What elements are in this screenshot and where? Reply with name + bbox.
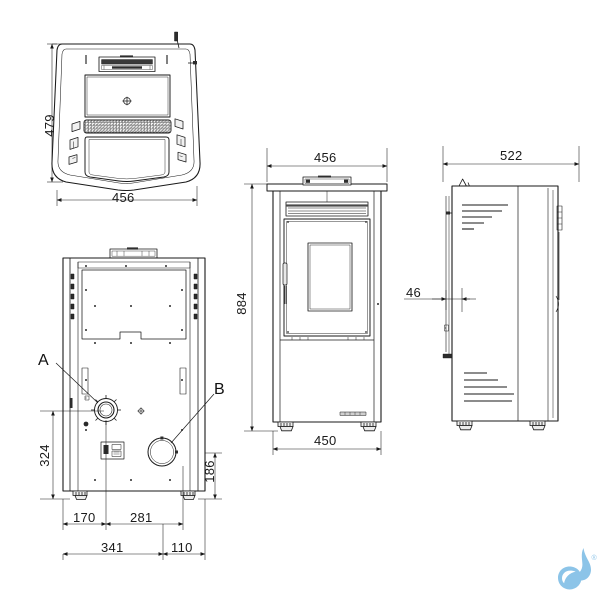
- trademark-symbol: ®: [592, 554, 598, 562]
- air-inlet-b: [147, 436, 178, 467]
- front-view-dimension-lines: [244, 148, 388, 455]
- dimension-456-top: 456: [112, 190, 135, 205]
- rear-view-dimension-lines: [40, 410, 222, 560]
- rear-view-geometry: [62, 247, 206, 500]
- rear-view-callout-leaders: [55, 362, 215, 444]
- dimension-324: 324: [36, 444, 52, 467]
- dimension-46: 46: [406, 285, 422, 300]
- dimension-479: 479: [41, 114, 57, 137]
- callout-label-b: B: [214, 381, 225, 398]
- dimension-110: 110: [171, 540, 193, 555]
- callout-label-a: A: [38, 352, 49, 369]
- dimension-281: 281: [130, 510, 153, 525]
- dimension-450: 450: [314, 433, 337, 448]
- brand-logo: ®: [558, 548, 598, 590]
- dimension-186: 186: [201, 460, 217, 483]
- top-view-dimension-lines: [47, 43, 198, 206]
- dimension-522: 522: [500, 148, 523, 163]
- dimension-884: 884: [233, 292, 249, 315]
- side-view-geometry: [442, 178, 563, 431]
- front-view-geometry: [266, 175, 388, 432]
- dimension-170: 170: [73, 510, 96, 525]
- dimension-341: 341: [101, 540, 124, 555]
- side-view-dimension-lines: [404, 146, 580, 312]
- dimension-456-front: 456: [314, 150, 337, 165]
- top-view-geometry: [51, 31, 201, 192]
